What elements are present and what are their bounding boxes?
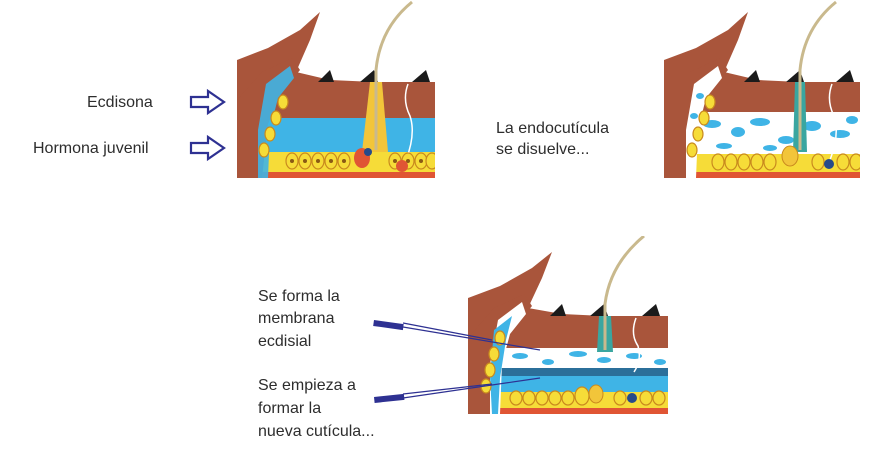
label-cuticula-line1: Se empieza a [258, 375, 356, 396]
label-cuticula-line2: formar la [258, 398, 321, 419]
label-membrana-line1: Se forma la [258, 286, 340, 307]
label-membrana-line2: membrana [258, 308, 334, 329]
sensory-cell [396, 160, 408, 172]
panel-intact-cuticle [237, 2, 438, 178]
arrow-hormona-juvenil [191, 137, 224, 159]
caption-endocuticula-line1: La endocutícula [496, 118, 609, 139]
cuticle-spikes [318, 70, 430, 82]
label-membrana-line3: ecdisial [258, 331, 311, 352]
panel-dissolving-endocuticle [664, 2, 862, 178]
nucleus-dot [824, 159, 834, 169]
label-hormona-juvenil: Hormona juvenil [33, 138, 149, 159]
nucleus-dot [627, 393, 637, 403]
trichogen-cell [782, 146, 798, 166]
label-cuticula-line3: nueva cutícula... [258, 421, 375, 442]
label-ecdisona: Ecdisona [87, 92, 153, 113]
nucleus-dot [364, 148, 372, 156]
trichogen-cell [589, 385, 603, 403]
arrow-ecdisona [191, 91, 224, 113]
panel-new-cuticle [468, 236, 668, 414]
caption-endocuticula-line2: se disuelve... [496, 139, 589, 160]
